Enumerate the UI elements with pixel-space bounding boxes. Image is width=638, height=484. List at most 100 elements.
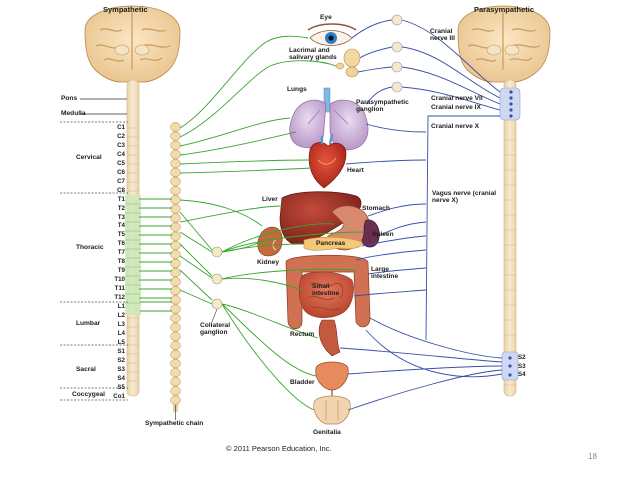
segment-label-l1: L1 (117, 303, 125, 310)
chain-ganglion (170, 340, 181, 350)
nerve-fiber (179, 199, 263, 227)
heart-illustration (308, 133, 347, 189)
parasympathetic-brain (457, 5, 551, 83)
chain-ganglion (170, 231, 181, 241)
cranial-nerve-nuclei (509, 90, 513, 118)
sacral-nuclei (508, 356, 512, 377)
chain-ganglion (170, 304, 181, 314)
chain-ganglion (170, 222, 181, 232)
nerve-fiber (179, 255, 213, 279)
medulla-label: Medulla (61, 110, 86, 117)
nerve-fiber (345, 159, 427, 165)
nerve-fiber (369, 317, 503, 359)
segment-label-l4: L4 (117, 329, 125, 337)
segment-label-c8: C8 (117, 186, 125, 194)
nerve-fiber (347, 369, 503, 411)
nerve-fiber (179, 117, 291, 147)
nerve-fiber (179, 289, 213, 305)
lacrimal-glands-label: Lacrimal and salivary glands (289, 47, 337, 61)
chain-ganglion (170, 377, 181, 387)
lungs-label: Lungs (287, 86, 307, 93)
segment-label-l5: L5 (117, 338, 125, 346)
nerve-fiber (221, 277, 303, 291)
nerve-fiber (221, 243, 305, 253)
chain-ganglion (170, 140, 181, 150)
lumbar-label: Lumbar (76, 320, 101, 327)
parasympathetic-ganglia (391, 14, 403, 93)
nerve-fiber (355, 249, 427, 261)
chain-ganglion (170, 286, 181, 296)
nerve-fiber (357, 66, 393, 73)
nerve-fiber (359, 46, 393, 59)
chain-ganglion (170, 258, 181, 268)
chain-ganglion (170, 195, 181, 205)
sympathetic-chain (170, 122, 181, 420)
chain-ganglion (170, 322, 181, 332)
lacrimal-salivary-glands-illustration (335, 48, 361, 78)
segment-label-s3: S3 (117, 365, 125, 373)
chain-ganglion (170, 240, 181, 250)
lungs-illustration (289, 87, 369, 151)
chain-ganglion (170, 359, 181, 369)
segment-label-c5: C5 (117, 159, 125, 167)
nerve-fiber (179, 131, 297, 156)
eye-illustration (307, 23, 357, 46)
chain-ganglion (170, 204, 181, 214)
nerve-fiber (347, 365, 503, 375)
nerve-fiber (401, 66, 501, 105)
small-intestine-label: Small intestine (312, 283, 340, 297)
nerve-fiber (425, 115, 500, 341)
segment-label-c1: C1 (117, 124, 125, 131)
nerve-fiber (179, 269, 213, 301)
cranial-nerve-vii-label: Cranial nerve VII (431, 95, 483, 102)
nerve-fiber (221, 231, 365, 253)
parasympathetic-ganglion-label: Parasympathetic ganglion (356, 99, 409, 113)
chain-ganglion (170, 313, 181, 323)
collateral-ganglion-pointer (211, 308, 218, 323)
stomach-label: Stomach (362, 205, 390, 212)
intestines-illustration (285, 254, 371, 330)
segment-label-l2: L2 (117, 311, 125, 319)
nerve-fiber (179, 60, 337, 138)
chain-ganglion (170, 386, 181, 396)
nerve-fiber (377, 221, 427, 237)
chain-ganglion (170, 331, 181, 341)
segment-label-t1: T1 (117, 195, 125, 203)
cranial-nerve-iii-label: Cranial nerve III (430, 28, 455, 42)
nerve-fiber (351, 19, 393, 39)
sympathetic-chain-label: Sympathetic chain (145, 420, 204, 427)
chain-ganglion (170, 213, 181, 223)
chain-ganglion (170, 395, 181, 405)
sympathetic-fibers (139, 35, 365, 411)
parasympathetic-fibers (339, 19, 503, 411)
nerve-fiber (365, 86, 393, 105)
sacral-label: Sacral (76, 366, 96, 373)
chain-ganglion (170, 268, 181, 278)
coccygeal-label: Coccygeal (72, 391, 105, 398)
collateral-ganglia (211, 246, 223, 310)
nerve-fiber (339, 347, 503, 363)
chain-ganglion (170, 168, 181, 178)
segment-label-t8: T8 (117, 258, 125, 266)
vagus-nerve-label: Vagus nerve (cranial nerve X) (432, 190, 497, 204)
region-brackets (60, 121, 128, 401)
nerve-fiber (353, 289, 427, 297)
nerve-fiber (221, 268, 357, 280)
segment-label-t7: T7 (117, 249, 125, 257)
large-intestine-label: Large intestine (371, 266, 399, 280)
slide-number: 18 (588, 452, 597, 461)
sacral-label-s2: S2 (518, 354, 526, 361)
pancreas-label: Pancreas (316, 240, 346, 247)
cervical-label: Cervical (76, 154, 102, 161)
eye-label: Eye (320, 14, 332, 21)
chain-ganglion (170, 149, 181, 159)
chain-ganglion (170, 177, 181, 187)
kidney-label: Kidney (257, 259, 279, 266)
pancreas-illustration (303, 236, 363, 251)
chain-ganglion (170, 122, 181, 132)
genitalia-illustration (313, 395, 351, 425)
nerve-fiber (401, 19, 501, 93)
segment-label-l3: L3 (117, 320, 125, 328)
segment-label-t3: T3 (117, 213, 125, 221)
nerve-fiber (179, 167, 313, 174)
